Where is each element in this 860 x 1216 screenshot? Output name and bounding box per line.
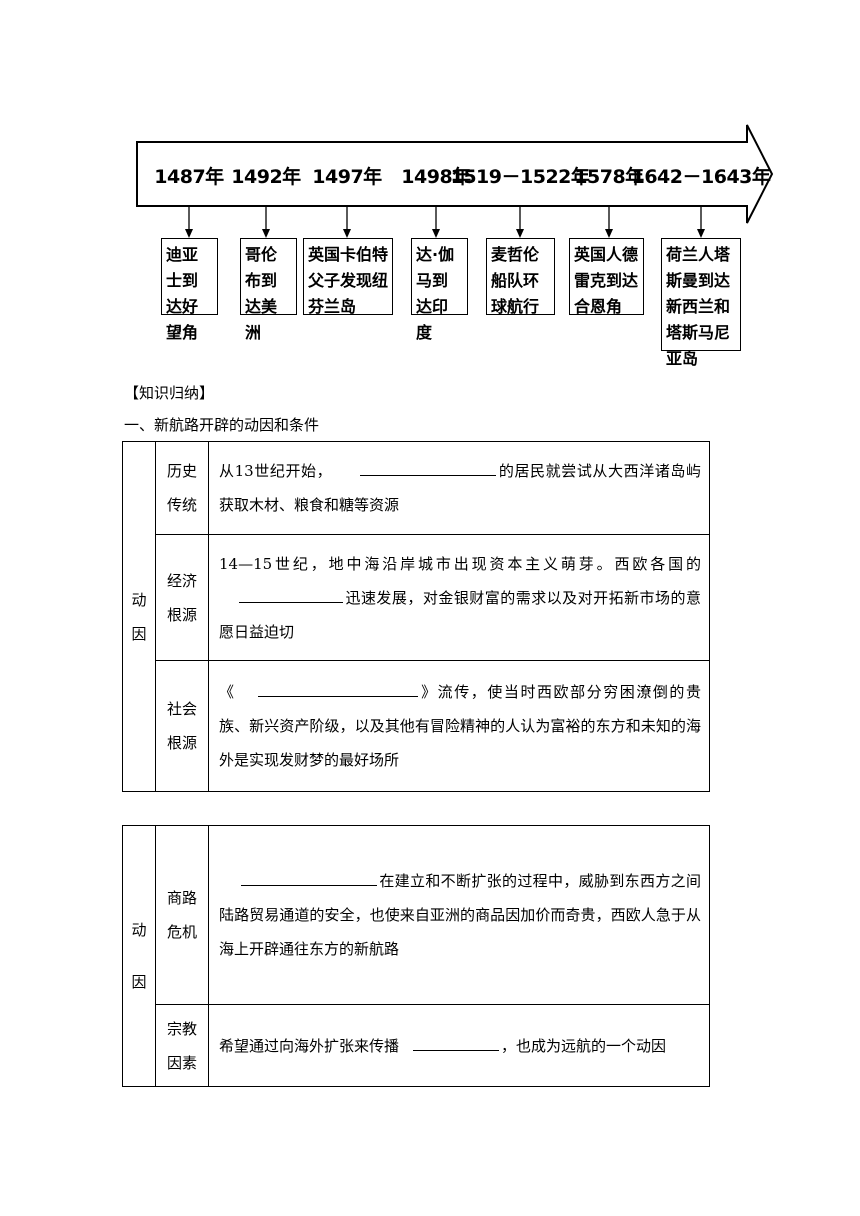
category-cell: 动因 bbox=[122, 825, 156, 1087]
timeline-year: 1498年 bbox=[401, 166, 471, 188]
category-cell: 动因 bbox=[122, 441, 156, 792]
timeline-arrow bbox=[136, 124, 774, 224]
subcategory-cell: 宗教因素 bbox=[155, 1004, 209, 1087]
timeline-year: 1492年 bbox=[231, 166, 301, 188]
timeline-event-box: 英国人德雷克到达合恩角 bbox=[569, 238, 644, 316]
arrowhead-icon bbox=[605, 229, 613, 238]
table-row: 动因 商路危机 在建立和不断扩张的过程中，威胁到东西方之间陆路贸易通道的安全，也… bbox=[122, 825, 710, 1087]
subcategory-label: 经济根源 bbox=[166, 571, 197, 624]
content-text: 《 bbox=[219, 683, 236, 701]
table-row: 社会根源 《》流传，使当时西欧部分穷困潦倒的贵族、新兴资产阶级，以及其他有冒险精… bbox=[123, 660, 710, 792]
table-row: 宗教因素 希望通过向海外扩张来传播 ，也成为远航的一个动因 bbox=[123, 1004, 710, 1087]
subcategory-label: 社会根源 bbox=[166, 700, 197, 752]
fill-in-blank[interactable] bbox=[413, 1032, 500, 1051]
timeline-event-box: 荷兰人塔斯曼到达新西兰和塔斯马尼亚岛 bbox=[661, 238, 741, 368]
content-text: 希望通过向海外扩张来传播 bbox=[219, 1036, 400, 1055]
content-text: ，也成为远航的一个动因 bbox=[501, 1036, 667, 1055]
motives-table-2: 动因 商路危机 在建立和不断扩张的过程中，威胁到东西方之间陆路贸易通道的安全，也… bbox=[122, 825, 710, 1087]
content-text: 从13世纪开始， bbox=[219, 462, 333, 480]
timeline-year: 1519－1522年 bbox=[450, 166, 590, 188]
arrowhead-icon bbox=[262, 229, 270, 238]
table-row: 动因 历史传统 从13世纪开始，的居民就尝试从大西洋诸岛屿获取木材、粮食和糖等资… bbox=[122, 441, 710, 792]
timeline-figure: 1487年 1492年 1497年 1498年 1519－1522年 1578年… bbox=[0, 0, 860, 370]
fill-in-blank[interactable] bbox=[239, 584, 343, 603]
content-cell: 14—15世纪，地中海沿岸城市出现资本主义萌芽。西欧各国的迅速发展，对金银财富的… bbox=[208, 534, 710, 661]
subcategory-label: 历史传统 bbox=[166, 462, 197, 514]
timeline-event-box: 迪亚士到达好望角 bbox=[161, 238, 218, 342]
timeline-graphics bbox=[136, 124, 774, 238]
arrowhead-icon bbox=[343, 229, 351, 238]
arrowhead-icon bbox=[185, 229, 193, 238]
subcategory-cell: 历史传统 bbox=[155, 441, 209, 535]
arrowhead-icon bbox=[697, 229, 705, 238]
timeline-year: 1487年 bbox=[154, 166, 224, 188]
fill-in-blank[interactable] bbox=[360, 457, 497, 476]
content-cell: 希望通过向海外扩张来传播 ，也成为远航的一个动因 bbox=[208, 1004, 710, 1087]
fill-in-blank[interactable] bbox=[241, 867, 377, 886]
subcategory-label: 宗教因素 bbox=[166, 1019, 197, 1072]
subcategory-cell: 经济根源 bbox=[155, 534, 209, 661]
content-text: 在建立和不断扩张的过程中，威胁到东西方之间陆路贸易通道的安全，也使来自亚洲的商品… bbox=[219, 872, 701, 958]
timeline-year: 1578年 bbox=[574, 166, 644, 188]
timeline-year: 1642－1643年 bbox=[631, 166, 771, 188]
section-title: 一、新航路开辟的动因和条件 bbox=[124, 416, 320, 434]
content-cell: 《》流传，使当时西欧部分穷困潦倒的贵族、新兴资产阶级，以及其他有冒险精神的人认为… bbox=[208, 660, 710, 792]
subcategory-cell: 社会根源 bbox=[155, 660, 209, 792]
content-cell: 从13世纪开始，的居民就尝试从大西洋诸岛屿获取木材、粮食和糖等资源 bbox=[208, 441, 710, 535]
timeline-event-box: 麦哲伦船队环球航行 bbox=[486, 238, 555, 316]
arrowhead-icon bbox=[516, 229, 524, 238]
subcategory-label: 商路危机 bbox=[166, 889, 197, 941]
timeline-event-box: 哥伦布到达美洲 bbox=[240, 238, 297, 342]
arrowhead-icon bbox=[432, 229, 440, 238]
table-row: 经济根源 14—15世纪，地中海沿岸城市出现资本主义萌芽。西欧各国的迅速发展，对… bbox=[123, 534, 710, 661]
fill-in-blank[interactable] bbox=[257, 678, 418, 697]
content-text: 迅速发展，对金银财富的需求以及对开拓新市场的意愿日益迫切 bbox=[219, 588, 701, 641]
motives-table-1: 动因 历史传统 从13世纪开始，的居民就尝试从大西洋诸岛屿获取木材、粮食和糖等资… bbox=[122, 441, 710, 792]
content-text: 14—15世纪，地中海沿岸城市出现资本主义萌芽。西欧各国的 bbox=[219, 554, 701, 573]
content-text: 》流传，使当时西欧部分穷困潦倒的贵族、新兴资产阶级，以及其他有冒险精神的人认为富… bbox=[219, 683, 701, 769]
section-label: 【知识归纳】 bbox=[124, 384, 215, 402]
timeline-event-box: 达·伽马到达印度 bbox=[411, 238, 468, 342]
content-cell: 在建立和不断扩张的过程中，威胁到东西方之间陆路贸易通道的安全，也使来自亚洲的商品… bbox=[208, 825, 710, 1005]
category-label: 动因 bbox=[131, 921, 147, 991]
category-label: 动因 bbox=[131, 590, 147, 643]
timeline-year: 1497年 bbox=[312, 166, 382, 188]
subcategory-cell: 商路危机 bbox=[155, 825, 209, 1005]
content-text: 的居民就尝试从大西洋诸岛屿获取木材、粮食和糖等资源 bbox=[219, 462, 701, 514]
timeline-event-box: 英国卡伯特父子发现纽芬兰岛 bbox=[303, 238, 393, 316]
